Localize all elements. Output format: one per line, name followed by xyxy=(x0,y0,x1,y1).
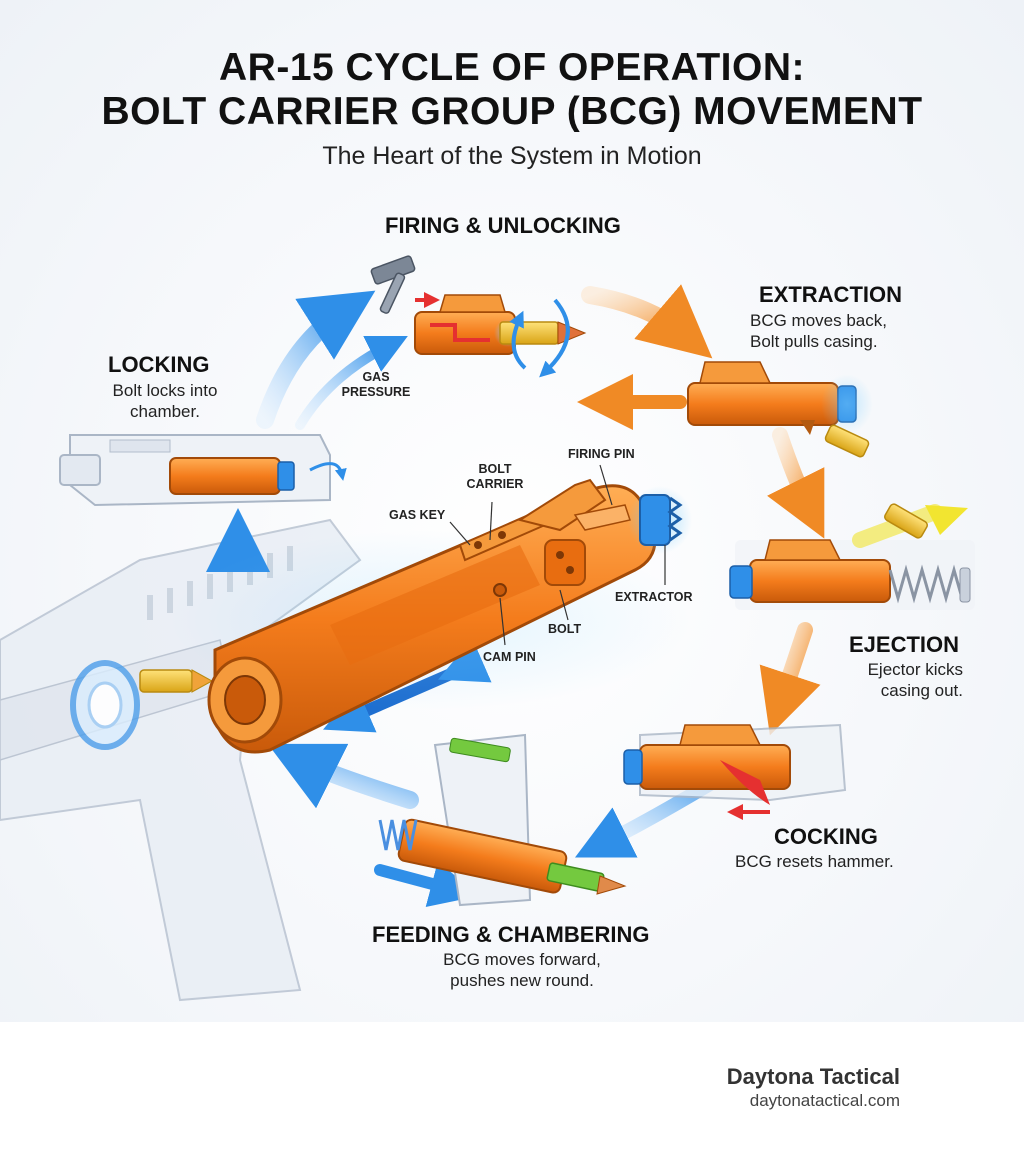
stage-locking-desc-line-1: Bolt locks into xyxy=(112,381,218,400)
bolt-label: BOLT xyxy=(548,622,582,636)
stage-ejection-title: EJECTION xyxy=(849,632,960,657)
stage-cocking-desc: BCG resets hammer. xyxy=(735,851,894,872)
cocking-illustration xyxy=(623,723,847,820)
page-title-line-1: AR-15 CYCLE OF OPERATION: xyxy=(219,46,805,89)
ejection-illustration xyxy=(729,503,975,610)
bolt-carrier-label: BOLT CARRIER xyxy=(460,462,530,492)
stage-extraction-desc: BCG moves back, Bolt pulls casing. xyxy=(750,310,887,352)
bcg-cycle-illustration xyxy=(0,255,975,1002)
page-subtitle: The Heart of the System in Motion xyxy=(322,142,702,170)
stage-ejection-desc: Ejector kicks casing out. xyxy=(843,659,963,701)
extraction-illustration xyxy=(687,361,873,458)
stage-locking-title: LOCKING xyxy=(108,352,210,377)
stage-cocking-desc-line-1: BCG resets hammer. xyxy=(735,852,894,871)
locking-illustration xyxy=(59,434,347,507)
stage-feeding-desc: BCG moves forward, pushes new round. xyxy=(372,949,672,991)
gas-pressure-label: GAS PRESSURE xyxy=(336,370,416,400)
extractor-label: EXTRACTOR xyxy=(615,590,693,604)
chambered-round xyxy=(139,669,214,693)
stage-extraction-desc-line-2: Bolt pulls casing. xyxy=(750,332,878,351)
firing-pin-label: FIRING PIN xyxy=(568,447,635,461)
stage-feeding-title: FEEDING & CHAMBERING xyxy=(372,922,650,947)
stage-feeding-desc-line-1: BCG moves forward, xyxy=(443,950,601,969)
stage-feeding-desc-line-2: pushes new round. xyxy=(450,971,594,990)
gas-pressure-label-line-1: GAS xyxy=(362,370,390,384)
cycle-arrows-orange xyxy=(577,284,825,736)
gas-pressure-label-line-2: PRESSURE xyxy=(341,385,411,399)
stage-firing-title: FIRING & UNLOCKING xyxy=(385,213,621,238)
stage-cocking-title: COCKING xyxy=(774,824,878,849)
stage-ejection-desc-line-1: Ejector kicks xyxy=(867,660,963,679)
stage-extraction-title: EXTRACTION xyxy=(759,282,902,307)
gas-key-label: GAS KEY xyxy=(389,508,446,522)
stage-ejection-desc-line-2: casing out. xyxy=(880,681,963,700)
brand-name: Daytona Tactical xyxy=(726,1064,900,1089)
hammer-icon xyxy=(370,255,416,314)
page-title-line-2: BOLT CARRIER GROUP (BCG) MOVEMENT xyxy=(101,90,923,133)
stage-locking-desc-line-2: chamber. xyxy=(130,402,200,421)
bolt-face xyxy=(628,486,692,554)
cam-pin-label: CAM PIN xyxy=(483,650,536,664)
stage-extraction-desc-line-1: BCG moves back, xyxy=(750,311,887,330)
brand-url: daytonatactical.com xyxy=(749,1091,900,1110)
footer-area xyxy=(0,1022,1024,1154)
stage-locking-desc: Bolt locks into chamber. xyxy=(95,380,235,422)
firing-illustration xyxy=(370,255,587,378)
feeding-illustration xyxy=(378,733,627,907)
bolt-carrier-label-line-2: CARRIER xyxy=(466,477,524,491)
bolt-carrier-label-line-1: BOLT xyxy=(478,462,512,476)
central-bcg xyxy=(170,464,692,754)
